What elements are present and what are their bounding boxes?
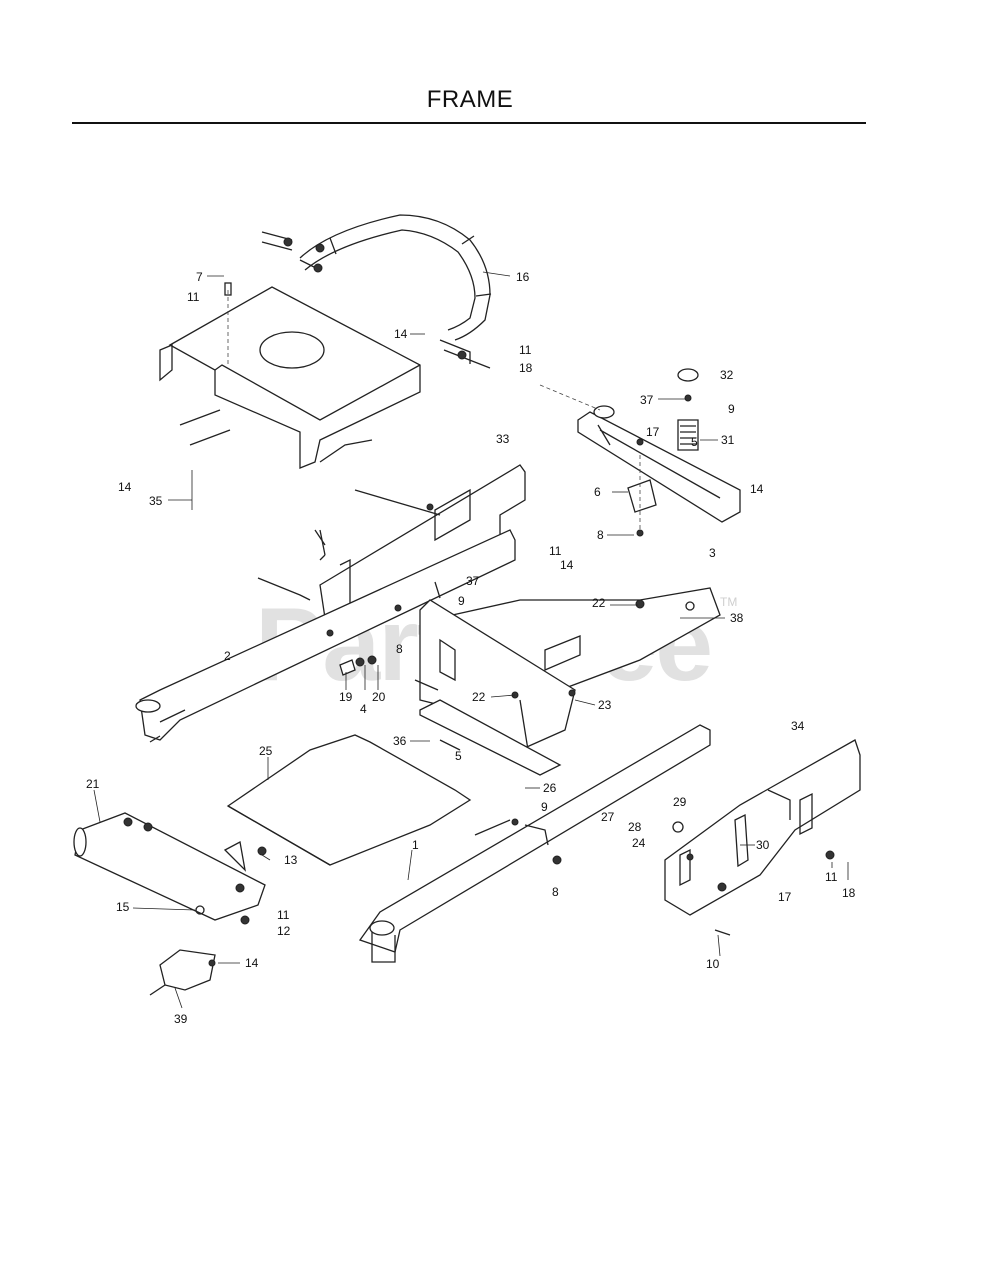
callout-labels: 7 11 16 14 11 18 32 37 9 17 5 31 33 14 3… bbox=[86, 270, 856, 1026]
front-axle-part bbox=[73, 812, 267, 925]
callout-2: 2 bbox=[224, 649, 231, 663]
callout-28: 28 bbox=[628, 820, 642, 834]
callout-37: 37 bbox=[640, 393, 654, 407]
callout-11: 11 bbox=[277, 908, 290, 922]
rear-frame-part bbox=[664, 739, 861, 936]
callout-25: 25 bbox=[259, 744, 273, 758]
callout-8: 8 bbox=[396, 642, 403, 656]
callout-30: 30 bbox=[756, 838, 770, 852]
callout-38: 38 bbox=[730, 611, 744, 625]
callout-9: 9 bbox=[541, 800, 548, 814]
callout-18: 18 bbox=[519, 361, 533, 375]
callout-22: 22 bbox=[472, 690, 486, 704]
page-title: FRAME bbox=[426, 86, 514, 113]
callout-33: 33 bbox=[496, 432, 510, 446]
callout-4: 4 bbox=[360, 702, 367, 716]
callout-11: 11 bbox=[825, 870, 838, 884]
callout-20: 20 bbox=[372, 690, 386, 704]
callout-35: 35 bbox=[149, 494, 163, 508]
lower-frame-rail-part bbox=[358, 724, 711, 963]
callout-21: 21 bbox=[86, 777, 100, 791]
callout-26: 26 bbox=[543, 781, 557, 795]
callout-7: 7 bbox=[196, 270, 203, 284]
callout-9: 9 bbox=[728, 402, 735, 416]
callout-39: 39 bbox=[174, 1012, 188, 1026]
callout-14: 14 bbox=[750, 482, 764, 496]
callout-27: 27 bbox=[601, 810, 615, 824]
watermark-trademark: TM bbox=[720, 595, 737, 609]
callout-32: 32 bbox=[720, 368, 734, 382]
callout-13: 13 bbox=[284, 853, 298, 867]
leader-lines bbox=[93, 271, 849, 1009]
callout-36: 36 bbox=[393, 734, 407, 748]
callout-16: 16 bbox=[516, 270, 530, 284]
callout-24: 24 bbox=[632, 836, 646, 850]
callout-14: 14 bbox=[560, 558, 574, 572]
callout-5: 5 bbox=[691, 435, 698, 449]
front-bracket-part bbox=[149, 949, 216, 996]
handle-bar-part bbox=[261, 214, 492, 369]
bolt-hardware bbox=[314, 529, 441, 676]
callout-31: 31 bbox=[721, 433, 735, 447]
callout-37: 37 bbox=[466, 574, 480, 588]
callout-29: 29 bbox=[673, 795, 687, 809]
callout-12: 12 bbox=[277, 924, 291, 938]
callout-19: 19 bbox=[339, 690, 353, 704]
callout-11: 11 bbox=[519, 343, 532, 357]
callout-14: 14 bbox=[245, 956, 259, 970]
seat-pan-part bbox=[159, 282, 421, 469]
callout-11: 11 bbox=[549, 544, 562, 558]
callout-23: 23 bbox=[598, 698, 612, 712]
callout-15: 15 bbox=[116, 900, 130, 914]
lower-bracket-part bbox=[419, 699, 562, 776]
callout-11: 11 bbox=[187, 290, 200, 304]
callout-5: 5 bbox=[455, 749, 462, 763]
callout-14: 14 bbox=[394, 327, 408, 341]
callout-22: 22 bbox=[592, 596, 606, 610]
callout-3: 3 bbox=[709, 546, 716, 560]
callout-17: 17 bbox=[778, 890, 792, 904]
callout-14: 14 bbox=[118, 480, 132, 494]
callout-34: 34 bbox=[791, 719, 805, 733]
title-underline bbox=[72, 122, 866, 124]
caster-bracket-part bbox=[539, 368, 741, 537]
callout-18: 18 bbox=[842, 886, 856, 900]
floor-plate-part bbox=[226, 734, 472, 866]
callout-9: 9 bbox=[458, 594, 465, 608]
callout-8: 8 bbox=[597, 528, 604, 542]
callout-6: 6 bbox=[594, 485, 601, 499]
callout-1: 1 bbox=[412, 838, 419, 852]
callout-8: 8 bbox=[552, 885, 559, 899]
callout-10: 10 bbox=[706, 957, 720, 971]
upper-frame-rails-part bbox=[319, 464, 526, 626]
callout-17: 17 bbox=[646, 425, 660, 439]
